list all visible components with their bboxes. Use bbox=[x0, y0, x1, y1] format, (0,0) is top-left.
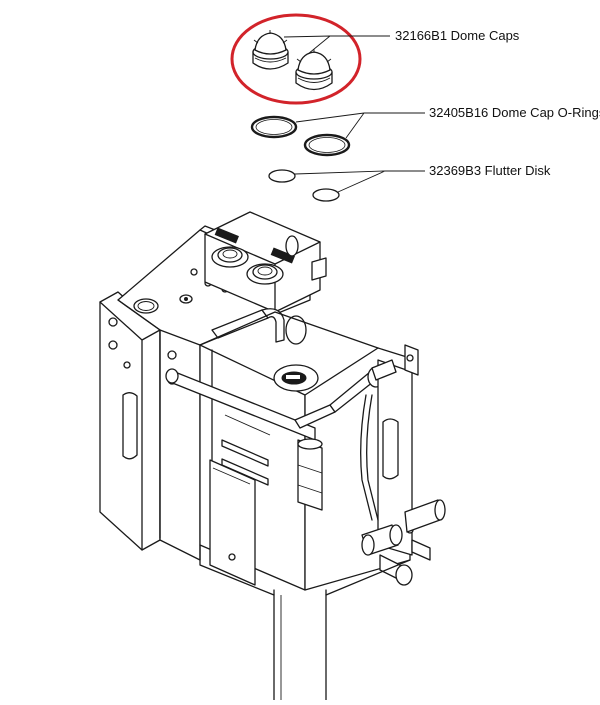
port-1 bbox=[211, 246, 249, 268]
pressure-gauge bbox=[273, 364, 319, 392]
callout-dome-caps: 32166B1 Dome Caps bbox=[395, 28, 520, 43]
dome-cap-2 bbox=[295, 49, 333, 91]
dome-caps-group bbox=[230, 13, 390, 105]
callout-flutter-disk: 32369B3 Flutter Disk bbox=[429, 163, 551, 178]
o-rings-group bbox=[250, 112, 425, 157]
port-2 bbox=[246, 263, 284, 285]
flutter-disks-group bbox=[268, 169, 425, 202]
left-mounting-plate bbox=[99, 291, 161, 551]
side-tube bbox=[360, 359, 397, 521]
manifold-assembly bbox=[99, 211, 446, 701]
upper-pipe bbox=[211, 308, 307, 345]
valve-body bbox=[297, 438, 323, 511]
manifold-block bbox=[204, 211, 327, 313]
dome-cap-1 bbox=[252, 30, 289, 70]
callout-o-rings: 32405B16 Dome Cap O-Rings bbox=[429, 105, 600, 120]
highlight-circle bbox=[230, 13, 362, 105]
bottom-skirt bbox=[199, 544, 411, 596]
stand-pipe bbox=[273, 589, 327, 701]
lower-fittings bbox=[361, 499, 446, 586]
